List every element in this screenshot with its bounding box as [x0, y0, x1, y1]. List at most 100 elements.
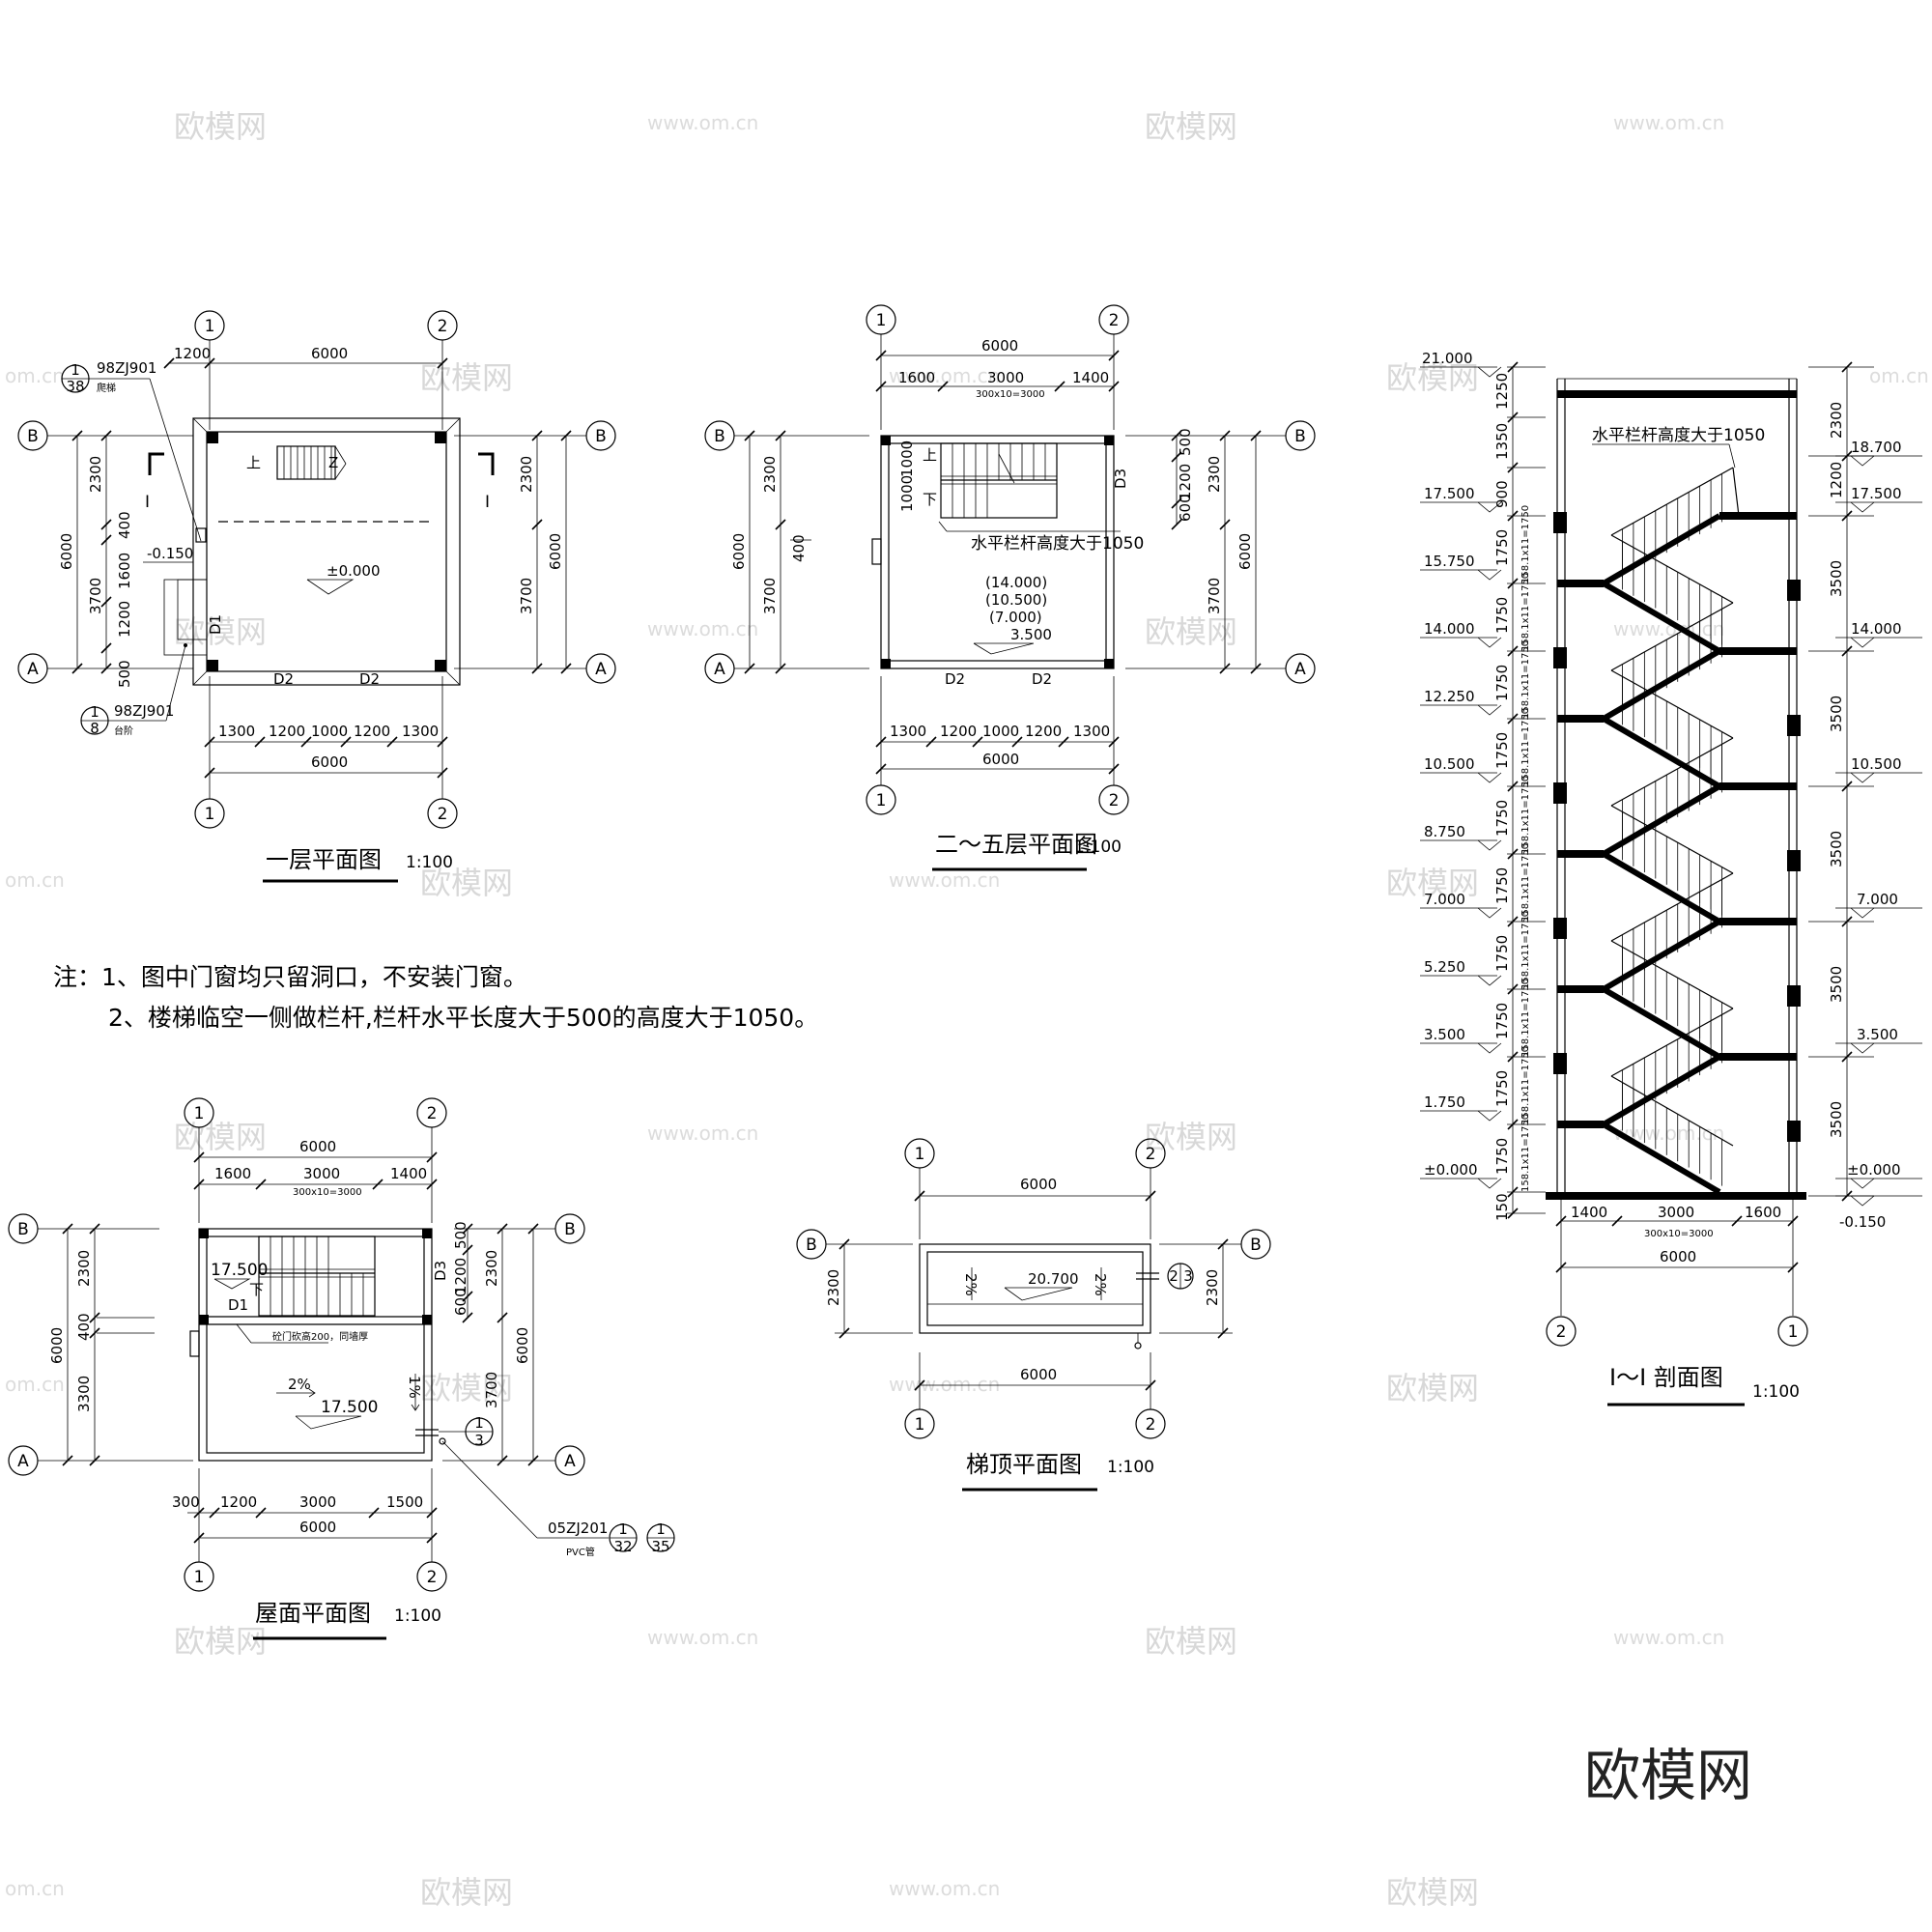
section-i-i: 水平栏杆高度大于1050 21.000 17.500 15.750 14.000… [1420, 350, 1922, 1406]
watermark: 欧模网 [420, 1874, 513, 1911]
axis-label-b: B [1294, 427, 1306, 446]
dim-label: 1750 [1493, 529, 1511, 566]
dim-label: 500 [1177, 428, 1194, 456]
watermark-url: www.om.cn [1613, 1626, 1724, 1649]
dim-sublabel: 158.1x11=1750 [1520, 776, 1531, 854]
level-label: 21.000 [1422, 350, 1473, 367]
level-triangle [1850, 1042, 1875, 1054]
stair-up-label: 上 [923, 446, 937, 464]
level-triangle [1477, 1110, 1502, 1122]
dim-label: 1000 [311, 723, 348, 740]
level-label: 1.750 [1424, 1094, 1465, 1111]
level-label: -0.150 [1839, 1213, 1886, 1231]
dim-label: 3000 [299, 1493, 336, 1511]
dim-label: 3500 [1828, 966, 1845, 1003]
dim-label: 400 [790, 534, 808, 562]
watermark-url: om.cn [5, 1877, 65, 1900]
brand-logo: 欧模网 [1584, 1743, 1752, 1808]
dim-label: 1300 [890, 723, 926, 740]
axis-label-a: A [17, 1452, 29, 1471]
level-triangle [1477, 975, 1502, 986]
dim-label: 1200 [174, 345, 211, 362]
level-label: 3.500 [1857, 1026, 1898, 1043]
watermark: 欧模网 [174, 1623, 267, 1660]
stair-symbol: 下 [249, 1236, 376, 1317]
stair-down-label: Z [328, 454, 338, 471]
level-triangle [1850, 907, 1875, 919]
axis-label-1: 1 [915, 1145, 925, 1164]
dim-label: 600 [452, 1288, 469, 1316]
level-triangle [1477, 1042, 1502, 1054]
drawing-scale: 1:100 [1752, 1382, 1800, 1402]
detail-reference: 1 38 98ZJ901 爬梯 [61, 359, 202, 542]
level-label: (14.000) [985, 574, 1047, 591]
axis-label-1: 1 [194, 1104, 205, 1123]
door-label: D3 [432, 1261, 449, 1281]
axis-label-2: 2 [438, 317, 448, 336]
dim-label: 1400 [1072, 369, 1109, 386]
stair-down-label: 下 [923, 491, 937, 508]
level-label: 5.250 [1424, 958, 1465, 976]
baluster-group [1622, 473, 1722, 1186]
level-triangle [1477, 907, 1502, 919]
dim-label: 6000 [1020, 1176, 1057, 1193]
stair-up-label: 上 [246, 454, 261, 471]
dim-label: 1200 [116, 601, 133, 638]
axis-bubble-2 [1546, 1316, 1577, 1347]
ref-sheet: 3 [1183, 1267, 1193, 1285]
level-label: 7.000 [1857, 891, 1898, 908]
dim-label: 3700 [518, 578, 535, 614]
dim-sublabel: 158.1x11=1750 [1520, 1114, 1531, 1192]
drawing-scale: 1:100 [1074, 838, 1122, 857]
level-marks-right [1835, 455, 1922, 1207]
level-label: (10.500) [985, 591, 1047, 609]
dim-label: 1200 [452, 1258, 469, 1294]
dim-label: 1750 [1493, 597, 1511, 634]
watermark-url: om.cn [1869, 364, 1929, 387]
axis-label-b: B [1250, 1236, 1262, 1255]
level-triangle [1477, 501, 1502, 513]
level-label: ±0.000 [1424, 1161, 1478, 1179]
dim-label: 3000 [303, 1165, 340, 1182]
door-label: D1 [228, 1296, 248, 1314]
dim-label: 1600 [898, 369, 935, 386]
dim-label: 500 [116, 660, 133, 688]
axis-label-1: 1 [876, 311, 887, 330]
dim-label: 2300 [483, 1250, 500, 1287]
dim-label: 1000 [898, 475, 916, 512]
dim-sublabel: 300x10=3000 [293, 1187, 362, 1198]
level-label: ±0.000 [327, 562, 381, 580]
dim-label: 1200 [1025, 723, 1062, 740]
drawing-title: 一层平面图 [266, 846, 382, 873]
axis-label-b: B [806, 1236, 817, 1255]
dim-label: 500 [452, 1221, 469, 1249]
dim-label: 1750 [1493, 732, 1511, 769]
stair-symbol: 上 Z [246, 445, 347, 480]
dim-label: 3500 [1828, 831, 1845, 867]
watermark-url: www.om.cn [647, 111, 758, 134]
dim-label: 2300 [1828, 402, 1845, 439]
ref-number: 1 [90, 703, 99, 721]
axis-label-1: 1 [194, 1568, 205, 1587]
general-notes: 注：1、图中门窗均只留洞口，不安装门窗。 2、楼梯临空一侧做栏杆,栏杆水平长度大… [53, 963, 818, 1032]
dim-label: 3000 [987, 369, 1024, 386]
level-triangle [1850, 455, 1875, 467]
watermark-url: www.om.cn [647, 1626, 758, 1649]
dim-label: 2300 [761, 456, 779, 493]
level-label: 7.000 [1424, 891, 1465, 908]
parapet-note: 砼门砍高200，同墙厚 [272, 1330, 368, 1343]
dim-label: 1200 [220, 1493, 257, 1511]
watermark-url: www.om.cn [889, 1877, 1000, 1900]
dim-sublabel: 158.1x11=1750 [1520, 505, 1531, 583]
axis-label-b: B [595, 427, 607, 446]
watermark: 欧模网 [1145, 108, 1237, 145]
watermark: 欧模网 [174, 108, 267, 145]
dim-label: 1400 [1571, 1204, 1607, 1221]
level-label: 20.700 [1028, 1270, 1079, 1288]
watermark: 欧模网 [1386, 359, 1479, 396]
dim-label: 6000 [58, 533, 75, 570]
dim-label: 6000 [299, 1519, 336, 1536]
watermark-url: om.cn [5, 1373, 65, 1396]
axis-label-1: 1 [1788, 1322, 1799, 1342]
